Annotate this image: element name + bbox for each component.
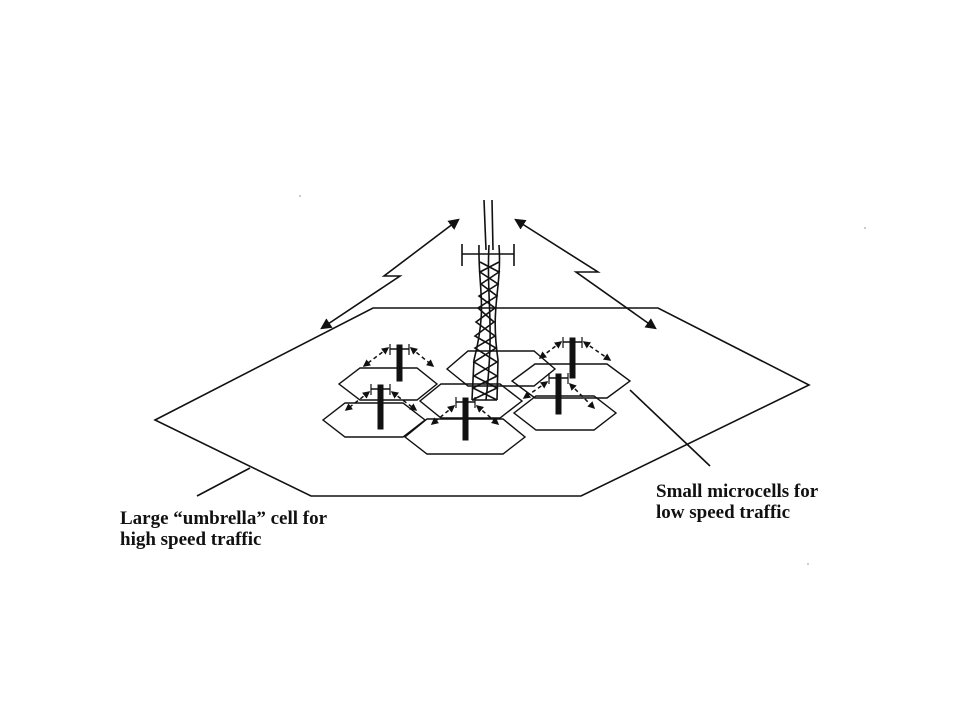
scan-speck bbox=[299, 195, 301, 197]
umbrella-leader-line bbox=[196, 467, 251, 497]
umbrella-caption-line1: Large “umbrella” cell for bbox=[120, 508, 328, 529]
umbrella-cell bbox=[153, 307, 811, 497]
microcell bbox=[321, 402, 427, 438]
umbrella-link-arrows bbox=[320, 218, 657, 330]
microcell bbox=[445, 350, 557, 387]
umbrella-arrow-left bbox=[320, 218, 460, 330]
microcell-caption-line2: low speed traffic bbox=[656, 502, 791, 523]
scan-speck bbox=[807, 563, 809, 565]
micro-tower bbox=[455, 397, 476, 441]
microcell bbox=[337, 367, 439, 401]
umbrella-caption-line2: high speed traffic bbox=[120, 529, 262, 550]
microcell-leader-line bbox=[629, 389, 711, 467]
microcell bbox=[510, 363, 632, 399]
scan-speck bbox=[864, 227, 866, 229]
macro-tower bbox=[461, 199, 515, 401]
microcell-caption-line1: Small microcells for bbox=[656, 481, 819, 502]
microcell-towers bbox=[370, 337, 583, 441]
micro-tower bbox=[562, 337, 583, 379]
microcell-caption: Small microcells for low speed traffic bbox=[656, 481, 818, 523]
umbrella-cell-caption: Large “umbrella” cell for high speed tra… bbox=[120, 508, 327, 550]
micro-tower bbox=[370, 384, 391, 430]
micro-tower bbox=[389, 344, 410, 382]
microcell bbox=[418, 383, 524, 419]
micro-tower bbox=[548, 373, 569, 415]
microcell bbox=[512, 395, 618, 431]
microcell-grid bbox=[321, 350, 632, 455]
umbrella-arrow-right bbox=[514, 218, 657, 330]
microcell bbox=[403, 418, 527, 455]
microcell-link-arrows bbox=[344, 341, 612, 425]
